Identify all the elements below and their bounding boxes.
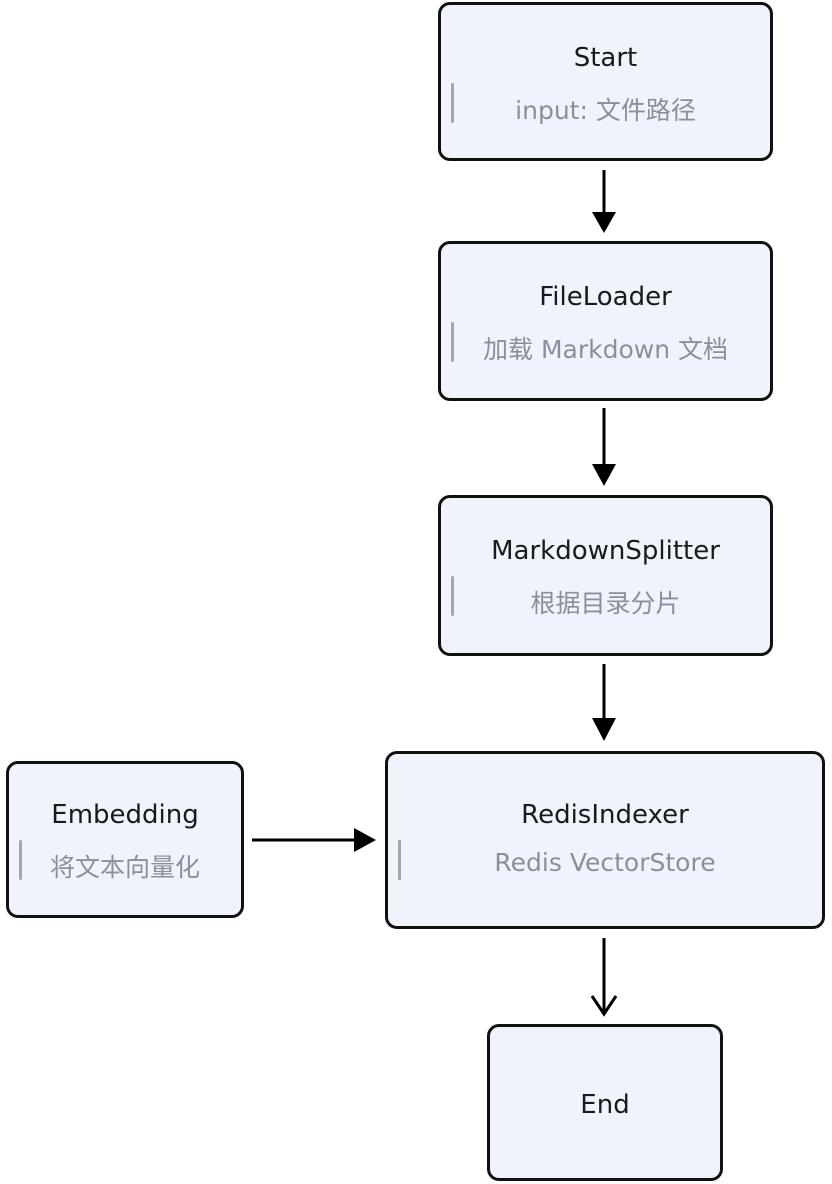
accent-bar bbox=[451, 576, 454, 616]
edge-fileloader-to-splitter bbox=[592, 408, 616, 486]
node-title: Embedding bbox=[51, 800, 199, 830]
node-title: End bbox=[580, 1090, 630, 1120]
node-subtitle: input: 文件路径 bbox=[515, 96, 696, 125]
edge-splitter-to-indexer bbox=[592, 664, 616, 741]
node-end[interactable]: End bbox=[487, 1024, 723, 1181]
accent-bar bbox=[451, 322, 454, 362]
accent-bar bbox=[451, 83, 454, 123]
node-subtitle: Redis VectorStore bbox=[494, 848, 716, 877]
node-title: FileLoader bbox=[539, 282, 672, 312]
accent-bar bbox=[398, 840, 401, 880]
node-markdown-splitter[interactable]: MarkdownSplitter 根据目录分片 bbox=[438, 495, 773, 656]
node-redis-indexer[interactable]: RedisIndexer Redis VectorStore bbox=[385, 751, 825, 929]
node-subtitle: 将文本向量化 bbox=[49, 853, 200, 882]
node-embedding[interactable]: Embedding 将文本向量化 bbox=[6, 761, 244, 918]
node-subtitle: 根据目录分片 bbox=[530, 589, 681, 618]
node-title: Start bbox=[573, 43, 638, 73]
edge-embedding-to-indexer bbox=[252, 828, 376, 852]
edge-start-to-fileloader bbox=[592, 170, 616, 233]
node-title: MarkdownSplitter bbox=[491, 536, 720, 566]
edge-indexer-to-end bbox=[590, 938, 618, 1017]
node-fileloader[interactable]: FileLoader 加载 Markdown 文档 bbox=[438, 241, 773, 401]
node-subtitle: 加载 Markdown 文档 bbox=[483, 335, 728, 364]
accent-bar bbox=[19, 840, 22, 880]
node-start[interactable]: Start input: 文件路径 bbox=[438, 2, 773, 161]
node-title: RedisIndexer bbox=[521, 800, 689, 830]
